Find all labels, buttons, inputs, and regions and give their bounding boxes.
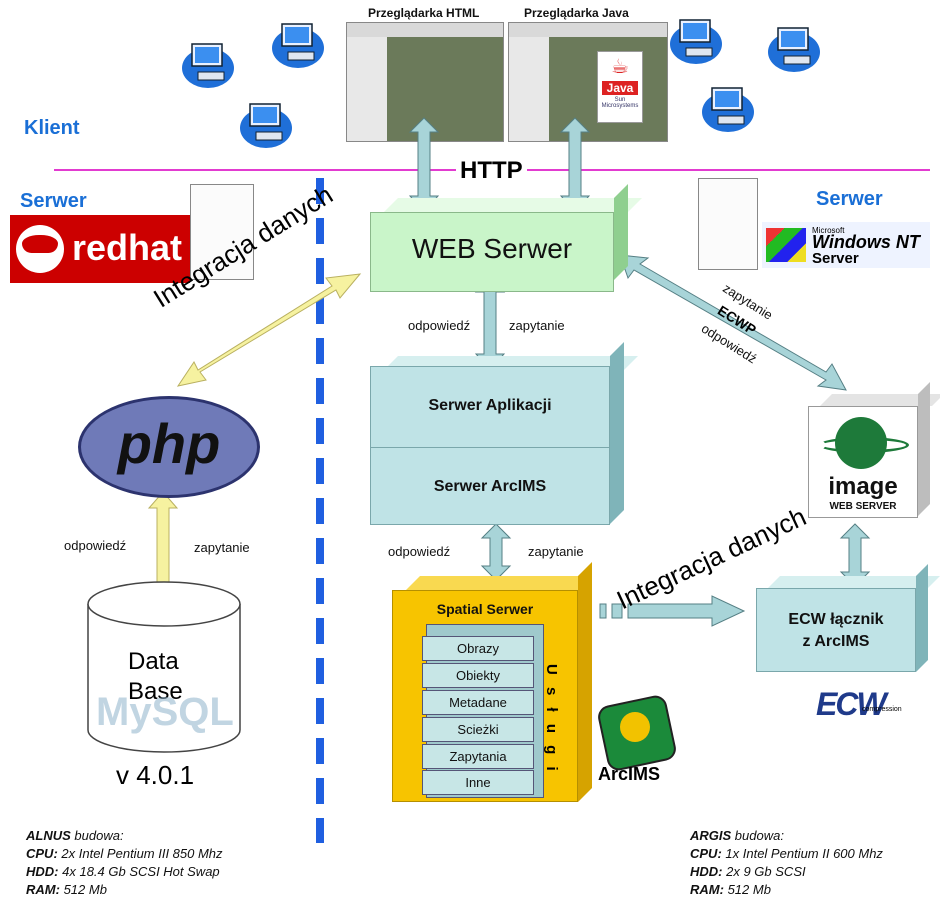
http-label: HTTP [456,157,527,185]
server-tower-icon [698,178,758,270]
response-label: odpowiedź [64,538,127,553]
image-logo-sub: WEB SERVER [829,501,897,512]
java-browser-label: Przeglądarka Java [524,6,629,20]
image-web-server-box: image WEB SERVER [808,406,918,518]
response-label: odpowiedź [388,544,451,559]
arcims-logo-text: ArcIMS [598,764,661,784]
redhat-logo: redhat [10,215,190,283]
service-item: Zapytania [422,744,534,769]
service-item: Inne [422,770,534,795]
argis-specs: ARGIS budowa: CPU: 1x Intel Pentium II 6… [690,828,883,897]
java-logo: ☕ Java Sun Microsystems [597,51,643,123]
html-browser-label: Przeglądarka HTML [368,6,480,20]
network-divider [316,178,324,843]
request-label: zapytanie [509,318,565,333]
html-browser-screenshot [346,22,504,142]
ecw-logo: ECW compression [816,686,902,722]
web-server-box: WEB Serwer [370,212,614,292]
request-label: zapytanie [528,544,584,559]
ecwp-arrow [619,254,847,391]
ecw-logo-text: ECW [816,686,887,722]
ecw-connector-line2: z ArcIMS [802,633,870,650]
redhat-logo-text: redhat [72,227,183,268]
java-browser-screenshot: ☕ Java Sun Microsystems [508,22,668,142]
arcims-server-box: Serwer ArcIMS [370,447,610,525]
windows-nt-logo: Microsoft Windows NT Server [762,222,930,268]
server-tower-icon [190,184,254,280]
service-item: Scieżki [422,717,534,742]
arcims-logo: ArcIMS [595,693,684,792]
ecw-connector-box: ECW łącznik z ArcIMS [756,588,916,672]
alnus-specs: ALNUS budowa: CPU: 2x Intel Pentium III … [26,828,223,897]
image-logo-text: image [828,473,898,500]
service-item: Obiekty [422,663,534,688]
mysql-logo: MySQL [96,690,234,734]
service-item: Obrazy [422,636,534,661]
response-label: odpowiedź [408,318,471,333]
php-logo-text: php [117,412,221,475]
spatial-server-title: Spatial Serwer [436,601,534,617]
ecw-connector-line1: ECW łącznik [788,611,884,628]
arcims-server-title: Serwer ArcIMS [433,478,547,495]
database-icon [87,581,241,753]
php-logo: php [78,396,260,498]
app-server-title: Serwer Aplikacji [428,397,552,414]
request-label: zapytanie [194,540,250,555]
database-version: v 4.0.1 [116,760,195,790]
service-item: Metadane [422,690,534,715]
arcims-spatial-arrow [480,523,512,581]
server-left-label: Serwer [20,190,87,212]
server-right-label: Serwer [816,188,883,210]
database-line1: Data [128,648,179,675]
web-server-title: WEB Serwer [411,233,573,264]
spatial-ecw-arrow [627,595,746,627]
services-label: U s ł u g i [543,664,560,775]
integration-arrow-left [176,273,362,387]
client-zone-label: Klient [24,117,80,139]
app-server-box: Serwer Aplikacji [370,366,610,448]
database-line2: Base [128,678,183,705]
